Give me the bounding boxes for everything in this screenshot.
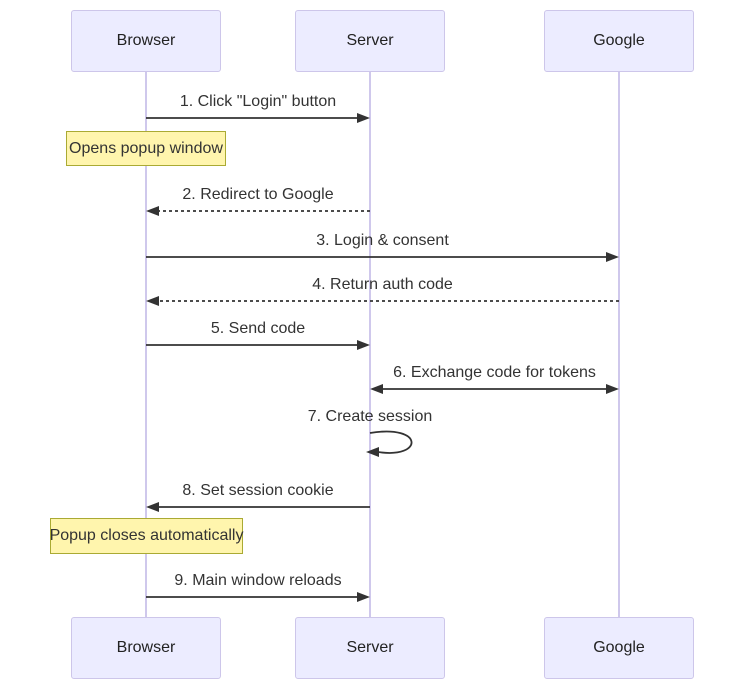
actor-box-top-server: Server xyxy=(295,10,445,72)
arrowhead-icon xyxy=(366,447,379,457)
message-label: 3. Login & consent xyxy=(316,232,449,249)
note: Popup closes automatically xyxy=(50,518,243,554)
actor-box-bottom-google: Google xyxy=(544,617,694,679)
message-label: 4. Return auth code xyxy=(312,276,453,293)
arrowhead-icon xyxy=(357,113,370,123)
message-label: 5. Send code xyxy=(210,320,306,337)
message-label: 8. Set session cookie xyxy=(182,482,334,499)
arrowhead-icon xyxy=(146,206,159,216)
arrowhead-icon xyxy=(606,384,619,394)
actor-box-top-google: Google xyxy=(544,10,694,72)
message-label: 9. Main window reloads xyxy=(174,572,342,589)
message-label: 1. Click "Login" button xyxy=(179,93,337,110)
self-message-loop xyxy=(369,430,413,454)
arrowhead-icon xyxy=(357,340,370,350)
arrowhead-icon xyxy=(146,502,159,512)
arrowhead-icon xyxy=(370,384,383,394)
actor-box-bottom-browser: Browser xyxy=(71,617,221,679)
arrowhead-icon xyxy=(606,252,619,262)
actor-box-bottom-server: Server xyxy=(295,617,445,679)
note: Opens popup window xyxy=(66,131,226,166)
arrowhead-icon xyxy=(146,296,159,306)
actor-box-top-browser: Browser xyxy=(71,10,221,72)
message-label: 6. Exchange code for tokens xyxy=(393,364,596,381)
arrowhead-icon xyxy=(357,592,370,602)
message-label: 7. Create session xyxy=(307,408,433,425)
message-label: 2. Redirect to Google xyxy=(182,186,334,203)
